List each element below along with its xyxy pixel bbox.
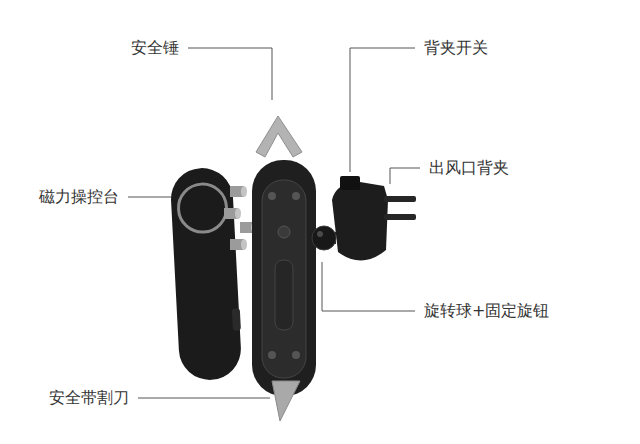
part-label: 旋转球+固定旋钮 xyxy=(423,301,550,320)
body-hole xyxy=(292,192,300,200)
leader-line xyxy=(390,168,420,184)
body-hole xyxy=(268,192,276,200)
console-ring xyxy=(177,183,227,233)
magnet xyxy=(224,208,241,219)
magnetic-console xyxy=(169,166,243,381)
leader-line xyxy=(128,197,178,198)
magnet xyxy=(230,239,247,250)
part-label: 磁力操控台 xyxy=(38,187,120,206)
leader-line xyxy=(138,398,270,399)
safety-hammer xyxy=(256,116,302,157)
magnet-face xyxy=(241,186,247,197)
leader-line xyxy=(322,262,415,311)
leader-lines xyxy=(128,48,420,398)
magnet xyxy=(230,186,247,197)
console-body xyxy=(169,167,242,382)
clip-prong xyxy=(384,196,416,202)
rotating-ball xyxy=(312,226,336,250)
clip-body xyxy=(332,182,388,261)
body-hole xyxy=(278,226,290,238)
body-hole xyxy=(292,351,300,359)
leader-line xyxy=(350,48,415,172)
vent-clip xyxy=(312,176,416,261)
leader-line xyxy=(188,48,272,100)
belt-cutter xyxy=(272,381,300,421)
clip-prong xyxy=(384,214,416,220)
magnet-face xyxy=(241,239,247,250)
body-inner xyxy=(262,180,306,378)
ball-highlight xyxy=(317,231,323,237)
body-shell xyxy=(252,160,316,396)
part-label: 安全带割刀 xyxy=(48,388,130,407)
body-hole xyxy=(268,351,276,359)
part-label: 背夹开关 xyxy=(423,38,489,57)
clip-switch xyxy=(340,176,360,190)
console-button xyxy=(232,308,241,330)
body-rib xyxy=(275,260,293,330)
part-label: 安全锤 xyxy=(130,38,180,57)
part-label: 出风口背夹 xyxy=(428,158,510,177)
magnet-face xyxy=(235,208,241,219)
main-body xyxy=(252,160,316,396)
